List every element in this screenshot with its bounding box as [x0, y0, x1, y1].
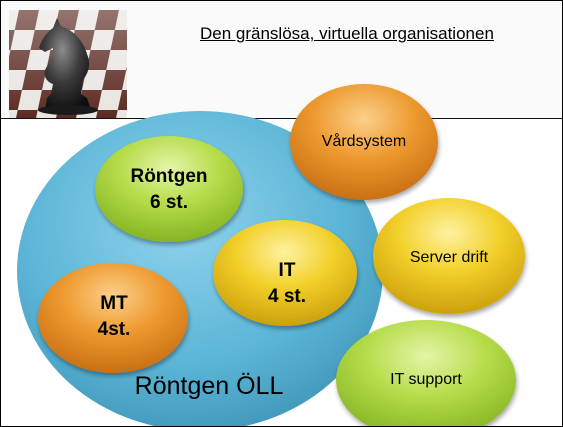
external-unit-vardsystem: [290, 84, 438, 200]
inner-unit-rontgen: [95, 136, 243, 242]
external-unit-it-support-label: IT support: [390, 371, 462, 388]
external-unit-vardsystem-label: Vårdsystem: [321, 133, 407, 150]
chess-knight-photo-icon: [9, 10, 127, 118]
external-unit-server-drift-label: Server drift: [409, 249, 489, 266]
inner-unit-mt-label: MT 4st.: [54, 291, 174, 343]
inner-unit-it: [213, 220, 357, 326]
inner-unit-rontgen-count: 6 st.: [149, 192, 189, 213]
inner-unit-it-count: 4 st.: [267, 286, 307, 307]
inner-unit-rontgen-name: Röntgen: [130, 166, 208, 187]
inner-unit-mt: [38, 263, 188, 373]
slide-title: Den gränslösa, virtuella organisationen: [200, 24, 494, 43]
external-unit-server-drift: [373, 198, 525, 314]
inner-unit-it-label: IT 4 st.: [227, 258, 347, 310]
inner-unit-mt-name: MT: [100, 293, 128, 314]
external-unit-it-support: [336, 320, 516, 426]
inner-unit-it-name: IT: [278, 260, 296, 281]
inner-unit-mt-count: 4st.: [97, 319, 131, 340]
container-label: Röntgen ÖLL: [134, 372, 284, 400]
inner-unit-rontgen-label: Röntgen 6 st.: [109, 164, 229, 216]
